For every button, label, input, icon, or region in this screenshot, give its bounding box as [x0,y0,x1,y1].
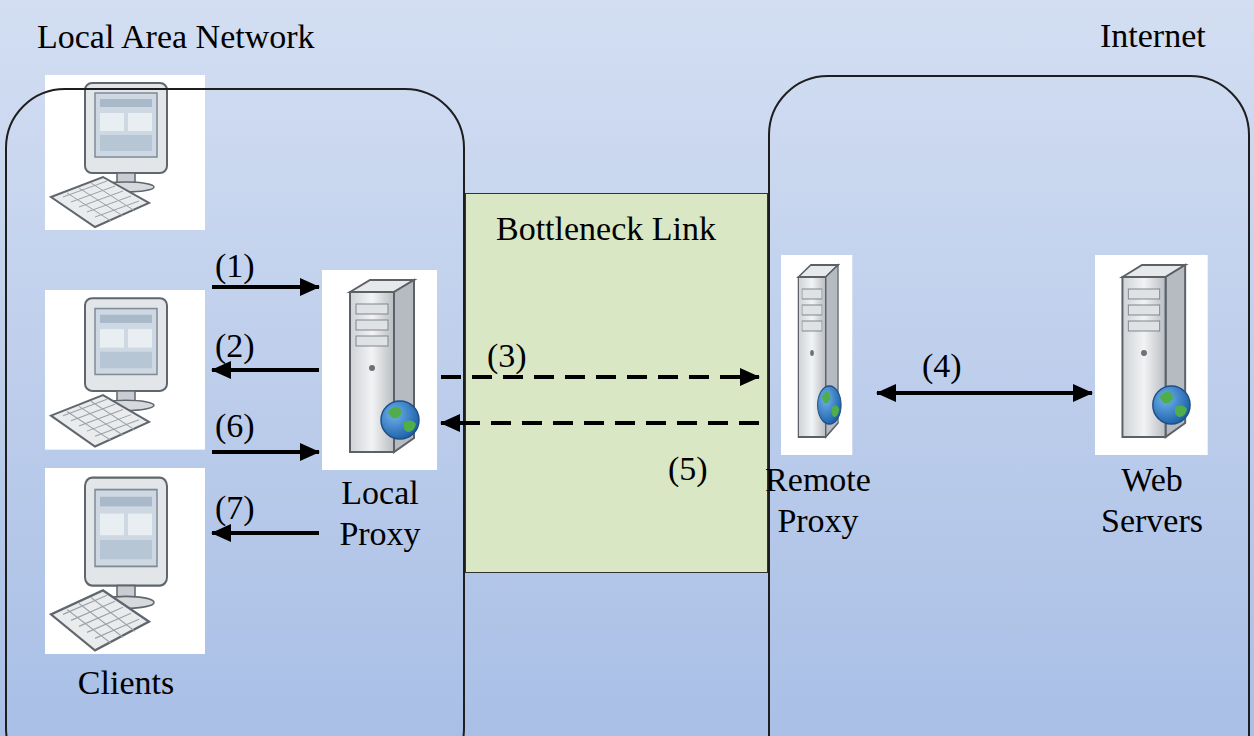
request-arrow [212,368,319,372]
request-arrow [212,450,319,454]
request-arrow [877,391,1092,395]
callout-number: (6) [215,405,255,446]
request-arrow [212,531,319,535]
dashed-link-arrow [441,421,759,425]
node-label: Web Servers [1094,459,1210,542]
callout-number: (1) [215,245,255,286]
callout-number: (7) [215,487,255,528]
client-computer [45,75,205,230]
proxy-server-icon [781,255,852,455]
proxy-server-icon [322,270,437,470]
callout-number: (2) [215,325,255,366]
client-computer [45,290,205,450]
proxy-node: Remote Proxy [761,253,875,548]
client-computer [45,468,205,654]
node-label: Local Proxy [321,472,439,555]
web-server-icon [1095,255,1208,455]
bottleneck-band: Bottleneck Link [465,193,768,573]
server-node: Web Servers [1094,253,1210,548]
callout-number: (3) [487,335,527,376]
dashed-link-arrow [441,375,759,379]
node-label: Remote Proxy [761,459,875,542]
region-heading: Local Area Network [37,16,315,57]
region-heading: Internet [1100,15,1206,56]
request-arrow [212,285,319,289]
client-group: Clients [42,95,210,705]
node-label: Clients [78,662,174,703]
proxy-node: Local Proxy [321,268,439,561]
callout-number: (5) [668,448,708,489]
callout-number: (4) [922,345,962,386]
network-region: InternetRemote ProxyWeb Servers [768,75,1250,736]
node-label: Bottleneck Link [486,208,726,249]
